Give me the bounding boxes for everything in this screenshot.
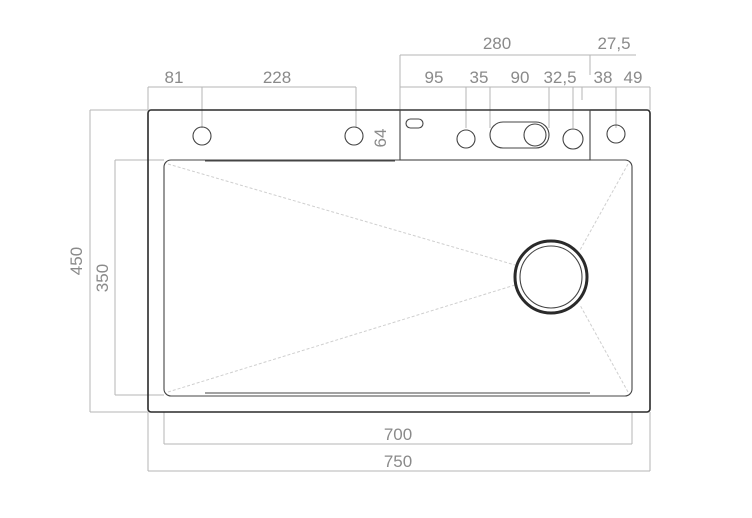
dim-700: 700 bbox=[384, 425, 412, 444]
dim-35: 35 bbox=[470, 68, 489, 87]
dim-450: 450 bbox=[67, 247, 86, 275]
dim-90: 90 bbox=[511, 68, 530, 87]
drain bbox=[513, 239, 589, 315]
tap-hole-3 bbox=[606, 124, 626, 144]
dim-27-5: 27,5 bbox=[597, 34, 630, 53]
dim-95: 95 bbox=[425, 68, 444, 87]
dim-32-5: 32,5 bbox=[543, 68, 576, 87]
tap-hole-1 bbox=[192, 126, 212, 146]
dim-350: 350 bbox=[93, 264, 112, 292]
dimension-lines bbox=[89, 54, 651, 472]
dim-49: 49 bbox=[624, 68, 643, 87]
control-hole-2 bbox=[562, 128, 584, 150]
tap-hole-2 bbox=[344, 126, 364, 146]
overflow-slot bbox=[405, 118, 424, 129]
dim-64: 64 bbox=[371, 129, 390, 148]
tap-holes bbox=[192, 118, 626, 150]
soap-slot bbox=[489, 121, 550, 149]
dim-750: 750 bbox=[384, 452, 412, 471]
sink-outline bbox=[147, 109, 651, 413]
dim-38: 38 bbox=[594, 68, 613, 87]
dim-81: 81 bbox=[165, 68, 184, 87]
dimension-labels: 81 228 280 27,5 95 35 90 32,5 38 49 64 4… bbox=[67, 34, 642, 471]
dim-228: 228 bbox=[263, 68, 291, 87]
control-hole-1 bbox=[456, 129, 476, 149]
dim-280: 280 bbox=[483, 34, 511, 53]
